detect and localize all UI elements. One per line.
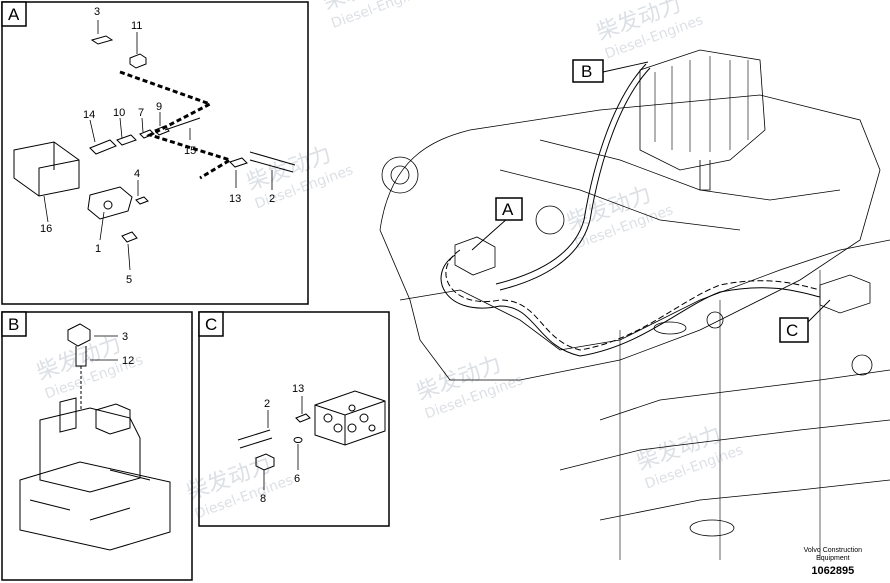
callout-c-6: 6: [294, 473, 300, 485]
view-b-letter: B: [8, 315, 19, 334]
marker-a-letter: A: [502, 200, 514, 219]
fitting-9: [154, 125, 170, 136]
maker-line-2: Equipment: [816, 555, 850, 562]
marker-b-letter: B: [581, 62, 592, 81]
upper-frame-outline: [379, 94, 881, 381]
view-a-frame: [1, 1, 309, 305]
control-valve: [639, 49, 766, 171]
view-b-letter-box: [1, 311, 27, 337]
fitting-10: [116, 134, 137, 146]
maker-line-1: Volvo Construction: [803, 547, 862, 554]
hose-a-to-c: [445, 249, 821, 351]
view-b-frame: [1, 311, 193, 581]
detail-view-c: C 2 13 8 6: [198, 311, 390, 527]
callout-a-15: 15: [184, 145, 196, 157]
screw-4: [135, 196, 149, 205]
valve-base: [19, 461, 171, 551]
fitting-7: [139, 129, 155, 139]
fitting-13: [229, 157, 248, 168]
callout-a-13: 13: [229, 193, 241, 205]
bracket-1: [87, 186, 133, 220]
fitting-14: [89, 139, 117, 155]
callout-a-9: 9: [156, 101, 162, 113]
manifold-overview: [819, 274, 871, 314]
marker-c-letter: C: [786, 321, 798, 340]
hose-2: [249, 151, 296, 173]
hose-dashed: [119, 70, 234, 180]
callout-a-1: 1: [95, 243, 101, 255]
manifold-block: [314, 390, 386, 446]
main-overview: B A C: [379, 49, 890, 560]
callout-c-8: 8: [260, 493, 266, 505]
view-c-letter-box: [198, 311, 224, 337]
valve-body: [39, 407, 141, 493]
solenoid-16: [13, 141, 80, 197]
hose-2: [237, 429, 273, 449]
marker-c: [779, 317, 809, 343]
drawing-number: 1062895: [811, 565, 855, 577]
view-a-letter-box: [1, 1, 27, 27]
plug-8: [255, 453, 275, 471]
view-c-letter: C: [205, 315, 217, 334]
callout-a-2: 2: [269, 193, 275, 205]
marker-b: [572, 59, 604, 83]
callout-b-3: 3: [122, 331, 128, 343]
marker-a: [495, 197, 523, 221]
pipe-15: [164, 117, 201, 131]
callout-c-2: 2: [264, 398, 270, 410]
callout-a-16: 16: [40, 223, 52, 235]
o-ring-6: [293, 437, 303, 443]
callout-a-10: 10: [113, 107, 125, 119]
fitting-11: [129, 53, 147, 69]
screw-5: [121, 231, 138, 243]
drawing-credit: Volvo Construction Equipment 1062895: [804, 547, 862, 577]
detail-view-b: B 3 12: [1, 311, 193, 581]
hose-b-to-a: [499, 67, 651, 291]
callout-a-4: 4: [134, 168, 140, 180]
callout-a-14: 14: [83, 109, 95, 121]
view-a-leaders: [43, 20, 273, 271]
solenoid-overview: [454, 236, 496, 276]
callout-a-3: 3: [94, 6, 100, 18]
elbow-3: [67, 323, 91, 347]
fitting-3: [90, 35, 114, 45]
view-a-letter: A: [8, 5, 20, 24]
detail-view-a: A 3 11 14 10 7 9 15: [1, 1, 309, 305]
view-c-frame: [198, 311, 390, 527]
callout-b-12: 12: [122, 355, 134, 367]
callout-c-13: 13: [292, 383, 304, 395]
callout-a-11: 11: [131, 20, 142, 32]
fitting-13: [295, 413, 311, 423]
callout-a-7: 7: [138, 107, 144, 119]
callout-a-5: 5: [126, 274, 132, 286]
